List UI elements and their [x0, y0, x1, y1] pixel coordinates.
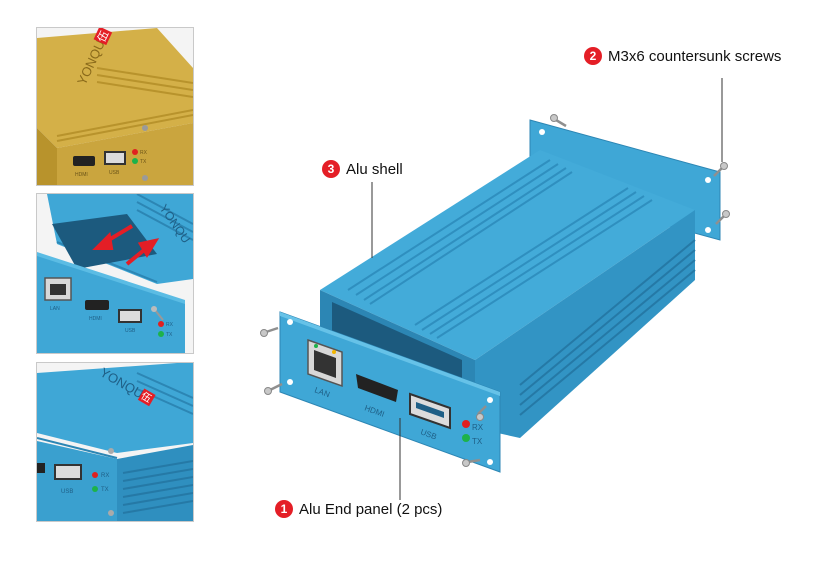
rx-led-icon — [158, 321, 164, 327]
exploded-view-illustration: LAN HDMI USB RX TX — [260, 78, 730, 500]
hdmi-port-icon — [37, 463, 45, 473]
callout-number-badge: 2 — [584, 47, 602, 65]
screw-icon — [260, 114, 730, 467]
callout-screws: 2 M3x6 countersunk screws — [584, 47, 781, 65]
usb-port-label: USB — [61, 489, 73, 495]
callout-number-badge: 1 — [275, 500, 293, 518]
hdmi-port-label: HDMI — [75, 172, 88, 178]
callout-label: Alu shell — [346, 160, 403, 178]
callout-label: M3x6 countersunk screws — [608, 47, 782, 65]
usb-port-icon — [104, 151, 126, 165]
rx-led-icon — [462, 420, 470, 428]
tx-label: TX — [166, 332, 173, 338]
tx-label: TX — [472, 437, 483, 446]
usb-port-icon — [118, 309, 142, 323]
assembly-illustration: YONQU LAN HDMI USB RX TX — [37, 194, 193, 353]
tx-label: TX — [140, 159, 147, 165]
usb-port-icon — [54, 464, 82, 480]
rx-led-icon — [92, 472, 98, 478]
screw-icon — [142, 175, 148, 181]
hdmi-port-icon — [356, 374, 398, 402]
usb-port-label: USB — [109, 170, 120, 176]
hdmi-port-icon — [73, 156, 95, 166]
hdmi-port-icon — [85, 300, 109, 310]
tx-led-icon — [132, 158, 138, 164]
rx-label: RX — [140, 150, 148, 156]
screw-icon — [108, 448, 114, 454]
screw-icon — [151, 306, 164, 321]
tx-led-icon — [158, 331, 164, 337]
callout-alu-shell: 3 Alu shell — [322, 160, 403, 178]
thumbnail-blue-enclosure-assembled: YONQU 伍 USB RX TX — [36, 362, 194, 522]
assembled-illustration: YONQU 伍 USB RX TX — [37, 363, 193, 521]
callout-label: Alu End panel (2 pcs) — [299, 500, 443, 518]
callout-number-badge: 3 — [322, 160, 340, 178]
rx-label: RX — [166, 322, 174, 328]
thumbnail-gold-enclosure: YONQU 伍 HDMI USB RX TX — [36, 27, 194, 186]
screw-icon — [265, 118, 725, 464]
screw-icon — [142, 125, 148, 131]
rx-label: RX — [101, 473, 109, 479]
usb-port-label: USB — [125, 328, 136, 334]
lan-port-label: LAN — [50, 306, 60, 312]
hdmi-port-label: HDMI — [89, 316, 102, 322]
callout-end-panel: 1 Alu End panel (2 pcs) — [275, 500, 442, 518]
screw-icon — [108, 510, 114, 516]
arrow-icon — [92, 224, 160, 266]
tx-label: TX — [101, 487, 109, 493]
tx-led-icon — [462, 434, 470, 442]
brand-logo-mark: 伍 — [95, 29, 111, 44]
rx-led-icon — [132, 149, 138, 155]
rx-label: RX — [472, 423, 484, 432]
tx-led-icon — [92, 486, 98, 492]
gold-enclosure-illustration: YONQU 伍 HDMI USB RX TX — [37, 28, 193, 185]
thumbnail-blue-enclosure-assembly: YONQU LAN HDMI USB RX TX — [36, 193, 194, 354]
